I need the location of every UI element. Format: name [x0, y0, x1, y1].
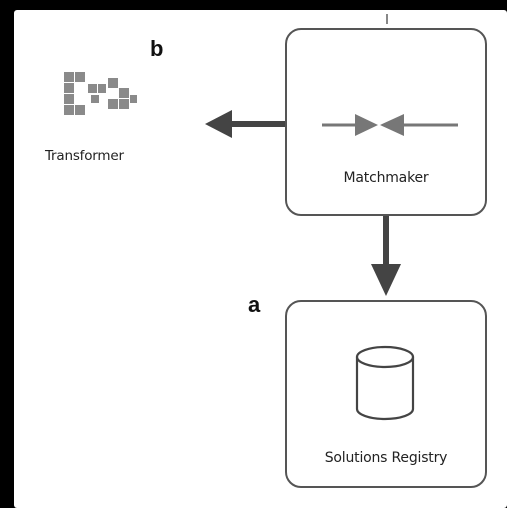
database-cylinder-icon — [355, 345, 415, 421]
solutions-registry-label: Solutions Registry — [324, 450, 448, 466]
converging-arrows-icon — [322, 114, 458, 136]
transformer-label: Transformer — [45, 148, 124, 164]
panel-label-b: b — [150, 36, 164, 61]
top-tick-mark — [386, 14, 388, 24]
panel-label-a: a — [248, 292, 261, 317]
block-grid-icon — [64, 72, 137, 115]
matchmaker-node: Matchmaker — [285, 28, 487, 216]
solutions-registry-node: Solutions Registry — [285, 300, 487, 488]
arrow-to-transformer — [205, 110, 285, 138]
arrow-to-registry — [371, 216, 401, 296]
matchmaker-label: Matchmaker — [343, 170, 429, 186]
